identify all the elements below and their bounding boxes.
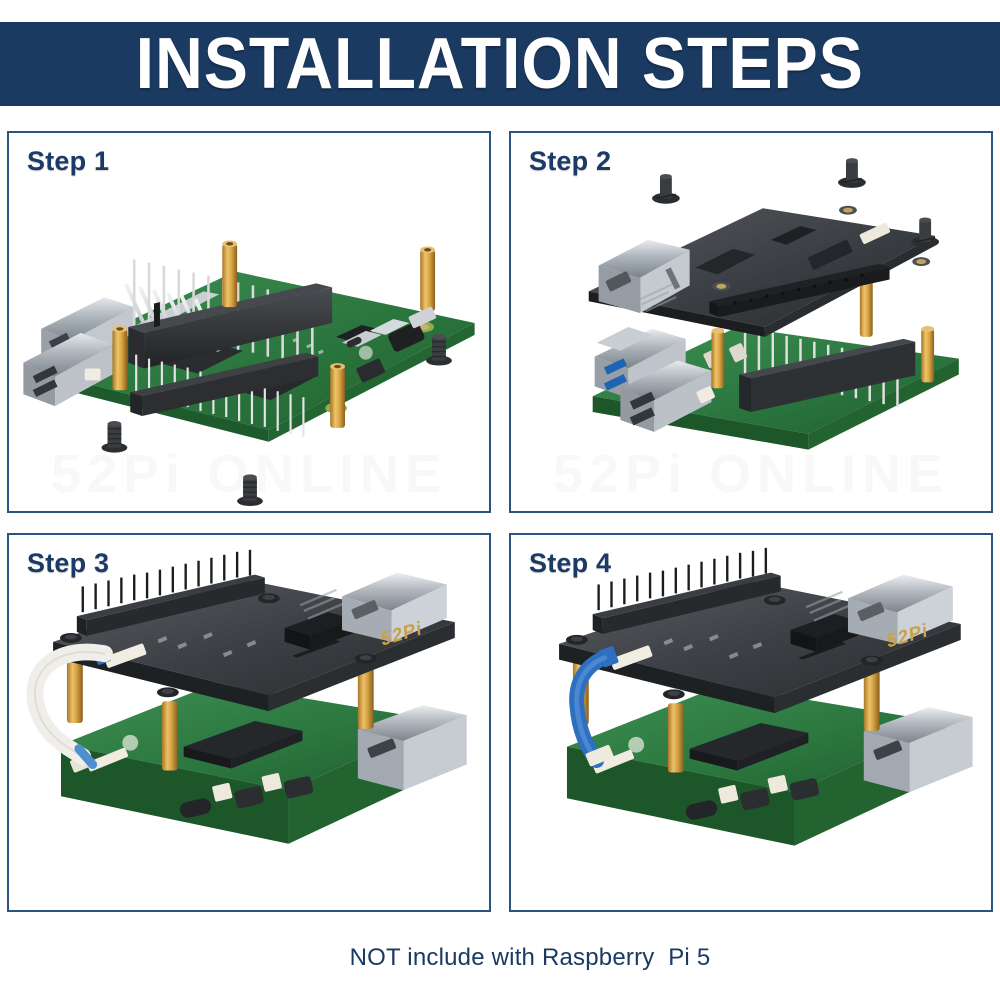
brass-standoff bbox=[921, 328, 935, 383]
brass-standoff bbox=[330, 363, 345, 428]
usb-and-ethernet-ports bbox=[23, 297, 135, 407]
m2-screw bbox=[237, 474, 263, 507]
brass-standoff bbox=[161, 701, 178, 771]
step-3-photo: 52Pi bbox=[9, 535, 489, 910]
52pi-hat-board: 52Pi bbox=[53, 549, 455, 712]
step-1-label: Step 1 bbox=[27, 146, 110, 176]
brass-standoff bbox=[863, 663, 880, 731]
52pi-hat-board: 52Pi bbox=[559, 547, 961, 714]
brass-standoff bbox=[859, 281, 873, 337]
step-2-label: Step 2 bbox=[529, 146, 612, 176]
step-4-photo: 52Pi bbox=[511, 535, 991, 910]
footer-note: NOT include with Raspberry Pi 5 bbox=[349, 944, 711, 971]
m2-screw bbox=[101, 420, 128, 453]
brass-standoff bbox=[667, 703, 684, 773]
step-panel-1[interactable]: Step 1 52Pi ONLINE bbox=[7, 131, 491, 513]
page-title: INSTALLATION STEPS bbox=[135, 24, 865, 104]
m2-screw bbox=[838, 158, 866, 188]
usb-c-and-hdmi-ports bbox=[685, 775, 820, 820]
white-fpc-ribbon-cable bbox=[26, 643, 113, 770]
step-4-label: Step 4 bbox=[529, 548, 612, 578]
m2-screw bbox=[911, 217, 940, 248]
blue-fpc-ribbon-cable bbox=[569, 650, 614, 769]
52pi-hat-board bbox=[588, 205, 936, 337]
usb-c-and-hdmi-ports bbox=[179, 773, 314, 818]
m2-screw bbox=[426, 333, 452, 366]
steps-grid: Step 1 52Pi ONLINE bbox=[7, 131, 993, 912]
m2-screw bbox=[652, 173, 680, 204]
brass-standoff-group bbox=[112, 240, 436, 428]
raspberry-pi-board-lower bbox=[61, 683, 467, 844]
usb-c-and-hdmi-ports bbox=[342, 306, 437, 352]
brass-standoff bbox=[357, 661, 374, 729]
step-1-photo bbox=[9, 133, 489, 511]
raspberry-pi-board-lower bbox=[566, 685, 973, 846]
brass-standoff bbox=[66, 657, 83, 723]
brass-standoff bbox=[711, 330, 725, 389]
header-banner: INSTALLATION STEPS bbox=[0, 22, 1000, 106]
step-2-photo bbox=[511, 133, 991, 511]
brass-standoff bbox=[112, 325, 128, 391]
brass-standoff bbox=[420, 246, 436, 312]
step-panel-4[interactable]: Step 4 bbox=[509, 533, 993, 912]
brass-standoff bbox=[222, 240, 238, 308]
step-3-label: Step 3 bbox=[27, 548, 110, 578]
lower-pin-header bbox=[130, 352, 319, 437]
step-panel-3[interactable]: Step 3 bbox=[7, 533, 491, 912]
raspberry-pi-board-lower bbox=[592, 278, 959, 450]
step-panel-2[interactable]: Step 2 52Pi ONLINE bbox=[509, 131, 993, 513]
